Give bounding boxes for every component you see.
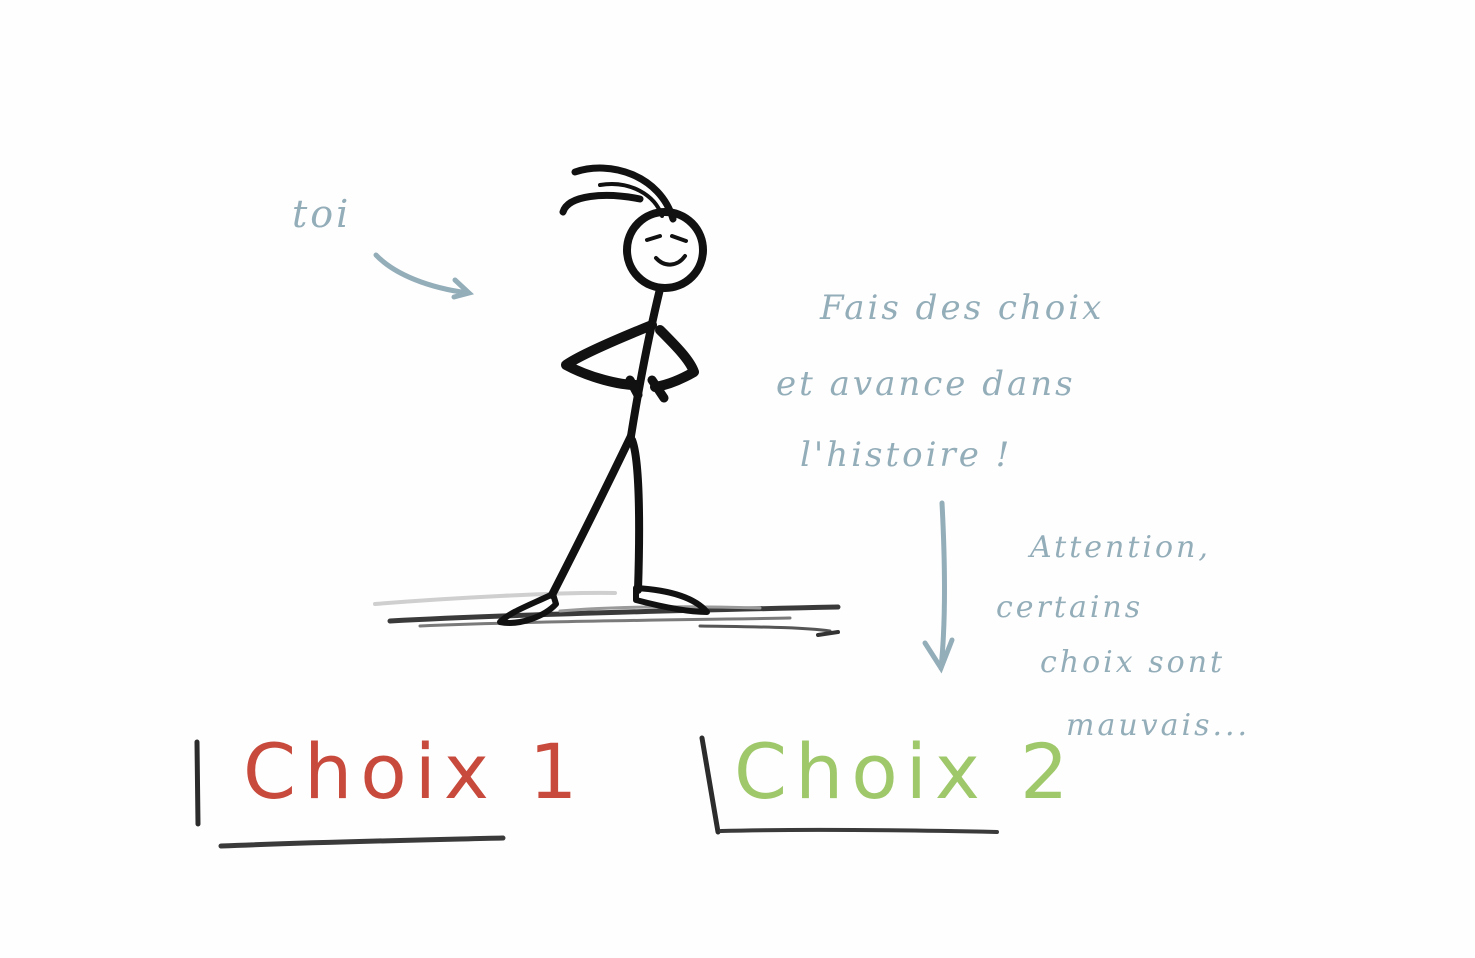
instruction-line-1: Fais des choix — [820, 288, 1105, 328]
ground-shadow — [373, 590, 841, 637]
warning-line-3: choix sont — [1040, 645, 1226, 680]
choice-1-frame — [194, 739, 506, 849]
warning-line-1: Attention, — [1030, 530, 1211, 565]
down-arrow-icon — [922, 500, 955, 674]
choice-1-label: Choix 1 — [243, 727, 586, 816]
instruction-line-2: et avance dans — [776, 364, 1076, 404]
curved-arrow-icon — [373, 252, 475, 300]
you-label: toi — [292, 192, 352, 236]
instruction-line-3: l'histoire ! — [800, 435, 1013, 475]
stick-figure-illustration — [497, 164, 710, 626]
choice-1-button[interactable]: Choix 1 — [205, 720, 577, 848]
choice-2-button[interactable]: Choix 2 — [712, 720, 1068, 836]
warning-line-2: certains — [996, 590, 1144, 625]
choice-2-frame — [699, 735, 999, 835]
warning-line-4: mauvais... — [1066, 708, 1251, 743]
choice-2-label: Choix 2 — [734, 727, 1077, 816]
